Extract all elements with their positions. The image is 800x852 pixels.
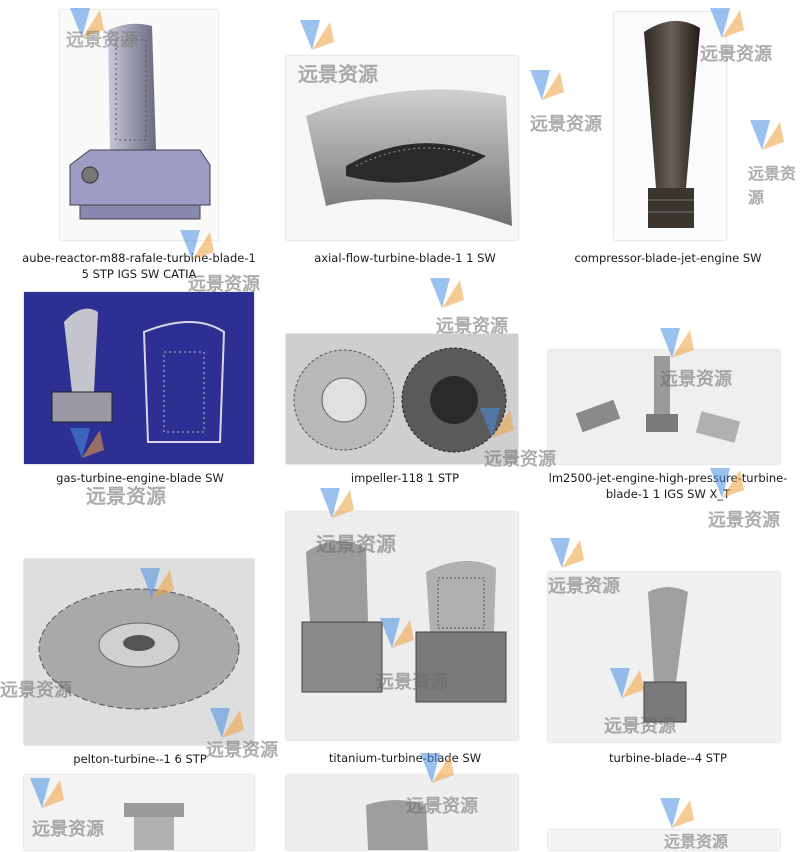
item-caption[interactable]: gas-turbine-engine-blade SW xyxy=(56,471,224,485)
item-caption[interactable]: lm2500-jet-engine-high-pressure-turbine-… xyxy=(548,471,788,501)
single-blade-thumbnail[interactable] xyxy=(548,572,780,742)
item-caption[interactable]: pelton-turbine--1 6 STP xyxy=(73,752,207,766)
item-caption[interactable]: impeller-118 1 STP xyxy=(350,471,460,485)
three-blades-thumbnail[interactable] xyxy=(548,350,780,464)
partial-blade-thumbnail[interactable] xyxy=(24,775,254,850)
gallery-item[interactable]: titanium-turbine-blade SW xyxy=(280,512,530,770)
blue-bg-blade-thumbnail[interactable] xyxy=(24,292,254,464)
gallery-item[interactable]: impeller-118 1 STP xyxy=(280,290,530,490)
gallery-item[interactable]: turbine-blade--4 STP xyxy=(548,572,788,770)
gallery-item[interactable]: compressor-blade-jet-engine SW xyxy=(548,10,788,285)
item-caption[interactable]: compressor-blade-jet-engine SW xyxy=(574,251,762,265)
gallery-item[interactable] xyxy=(280,775,530,850)
item-caption[interactable]: turbine-blade--4 STP xyxy=(609,751,727,765)
gallery-item[interactable] xyxy=(20,775,260,850)
item-caption[interactable]: titanium-turbine-blade SW xyxy=(328,751,482,765)
partial-thumbnail[interactable] xyxy=(548,830,780,850)
gallery-item[interactable]: pelton-turbine--1 6 STP xyxy=(20,555,260,770)
blade-section-thumbnail[interactable] xyxy=(286,56,518,240)
gallery-item[interactable] xyxy=(548,830,780,850)
pelton-wheel-thumbnail[interactable] xyxy=(24,559,254,745)
gallery-item[interactable]: gas-turbine-engine-blade SW xyxy=(20,290,260,490)
item-caption[interactable]: axial-flow-turbine-blade-1 1 SW xyxy=(314,251,496,265)
blade-model-thumbnail[interactable] xyxy=(60,10,218,240)
partial-blade-thumbnail[interactable] xyxy=(286,775,518,850)
gallery-item[interactable]: axial-flow-turbine-blade-1 1 SW xyxy=(280,10,530,285)
dark-blade-thumbnail[interactable] xyxy=(614,12,726,240)
gallery-item[interactable]: lm2500-jet-engine-high-pressure-turbine-… xyxy=(548,290,788,510)
gallery-item[interactable]: aube-reactor-m88-rafale-turbine-blade-1 … xyxy=(20,10,258,285)
two-blades-thumbnail[interactable] xyxy=(286,512,518,740)
impeller-thumbnail[interactable] xyxy=(286,334,518,464)
item-caption[interactable]: aube-reactor-m88-rafale-turbine-blade-1 … xyxy=(22,251,256,281)
